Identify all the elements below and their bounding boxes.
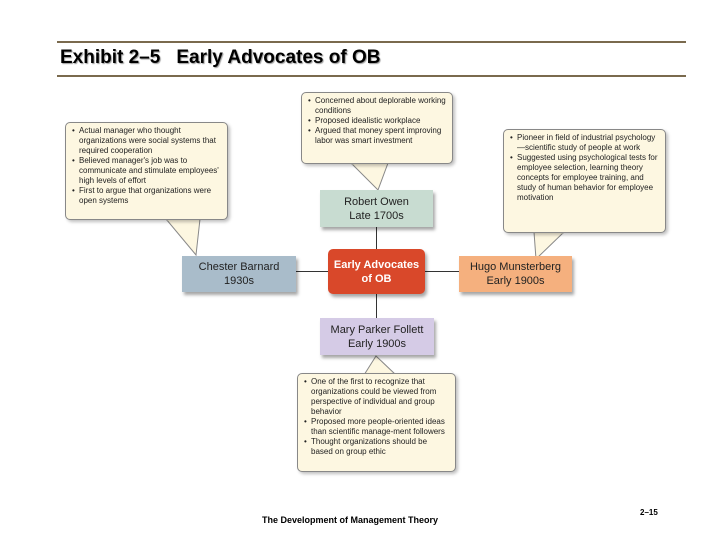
callout-item: Suggested using psychological tests for … xyxy=(510,153,660,203)
callout-item: Concerned about deplorable working condi… xyxy=(308,96,447,116)
callout-munsterberg: Pioneer in field of industrial psycholog… xyxy=(503,129,666,233)
center-line-1: Early Advocates xyxy=(333,258,420,271)
callout-owen: Concerned about deplorable working condi… xyxy=(301,92,453,164)
page-title: Exhibit 2–5 Early Advocates of OB xyxy=(60,47,380,69)
node-era: 1930s xyxy=(224,275,254,287)
connector-left xyxy=(296,271,328,272)
callout-item: Believed manager's job was to communicat… xyxy=(72,156,222,186)
page-number: 2–15 xyxy=(640,508,658,517)
node-hugo-munsterberg: Hugo Munsterberg Early 1900s xyxy=(459,256,572,292)
node-mary-parker-follett: Mary Parker Follett Early 1900s xyxy=(320,318,434,355)
callout-item: Thought organizations should be based on… xyxy=(304,437,450,457)
node-name: Chester Barnard xyxy=(198,261,280,273)
exhibit-label: Exhibit 2–5 xyxy=(60,47,161,68)
node-center: Early Advocates of OB xyxy=(328,249,425,294)
center-line-2: of OB xyxy=(361,272,392,285)
connector-bottom xyxy=(376,294,377,318)
connector-top xyxy=(376,227,377,249)
node-chester-barnard: Chester Barnard 1930s xyxy=(182,256,296,292)
callout-item: First to argue that organizations were o… xyxy=(72,186,222,206)
node-name: Hugo Munsterberg xyxy=(469,261,562,273)
callout-item: One of the first to recognize that organ… xyxy=(304,377,450,417)
callout-item: Proposed more people-oriented ideas than… xyxy=(304,417,450,437)
node-name: Mary Parker Follett xyxy=(330,323,424,336)
callout-barnard: Actual manager who thought organizations… xyxy=(65,122,228,220)
node-era: Early 1900s xyxy=(347,337,407,350)
callout-item: Pioneer in field of industrial psycholog… xyxy=(510,133,660,153)
bubble-tail-owen xyxy=(349,162,389,191)
footer-text: The Development of Management Theory xyxy=(262,515,439,525)
header-rule-top xyxy=(57,41,686,43)
node-name: Robert Owen xyxy=(344,195,409,208)
callout-follett: One of the first to recognize that organ… xyxy=(297,373,456,472)
header-rule-bottom xyxy=(57,75,686,77)
callout-item: Actual manager who thought organizations… xyxy=(72,126,222,156)
connector-right xyxy=(425,271,459,272)
callout-item: Proposed idealistic workplace xyxy=(308,116,447,126)
exhibit-title: Early Advocates of OB xyxy=(176,47,381,68)
callout-item: Argued that money spent improving labor … xyxy=(308,126,447,146)
bubble-tail-barnard xyxy=(164,218,201,257)
node-era: Late 1700s xyxy=(349,209,404,222)
node-robert-owen: Robert Owen Late 1700s xyxy=(320,190,433,227)
node-era: Early 1900s xyxy=(486,275,545,287)
